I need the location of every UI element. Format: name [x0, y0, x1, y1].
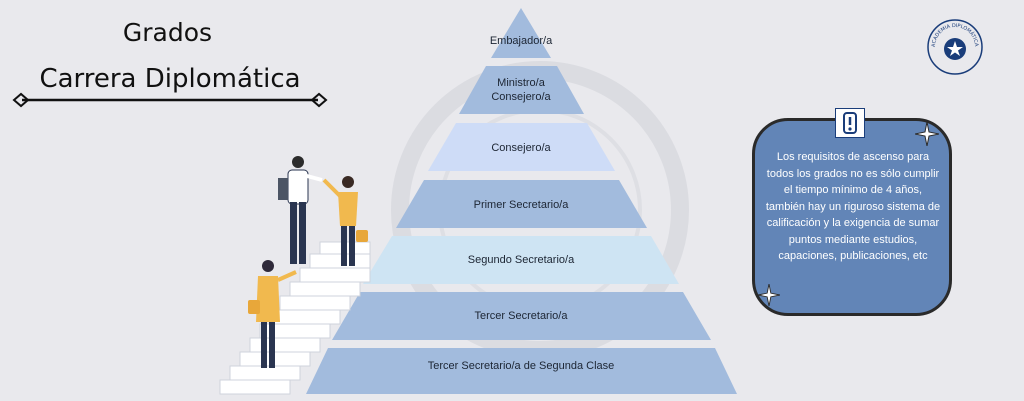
stairs-illustration: [219, 156, 371, 395]
pyramid-label-consejero: Consejero/a: [491, 142, 551, 154]
pyramid-label-ministro-consejero: Ministro/a Consejero/a: [441, 76, 601, 104]
pyramid-label-ministro-line2: Consejero/a: [491, 91, 551, 103]
woman-figure-bottom: [248, 260, 297, 368]
man-figure: [278, 156, 323, 264]
pyramid-label-ministro-line1: Ministro/a: [497, 77, 545, 89]
pyramid-label-tercer-secretario: Tercer Secretario/a: [474, 310, 568, 322]
pyramid-label-segundo-secretario: Segundo Secretario/a: [467, 254, 575, 266]
title-grados: Grados: [122, 18, 213, 47]
pyramid-label-primer-secretario: Primer Secretario/a: [473, 199, 569, 211]
sparkle-icon-bottom: [758, 284, 780, 306]
note-text: Los requisitos de ascenso para todos los…: [765, 151, 941, 262]
sparkle-icon-top: [915, 122, 939, 146]
pyramid-label-embajador: Embajador/a: [489, 35, 553, 47]
pyramid-level-6: [332, 292, 711, 340]
star-seal-icon: ACADEMIA DIPLOMÁTICA: [927, 19, 983, 75]
title-underline-ornament: [12, 92, 328, 108]
note-box: [752, 118, 952, 316]
woman-figure-top: [322, 176, 368, 266]
title-carrera-diplomatica: Carrera Diplomática: [39, 64, 301, 94]
pyramid-level-3: [428, 123, 615, 171]
pyramid-label-tercer-secretario-segunda-clase: Tercer Secretario/a de Segunda Clase: [427, 360, 615, 372]
exclamation-icon: [835, 108, 865, 138]
pyramid-level-1: [491, 8, 551, 58]
pyramid-level-7: [306, 348, 737, 394]
pyramid-level-4: [396, 180, 647, 228]
pyramid-level-5: [363, 236, 679, 284]
pyramid-level-2: [459, 66, 584, 114]
